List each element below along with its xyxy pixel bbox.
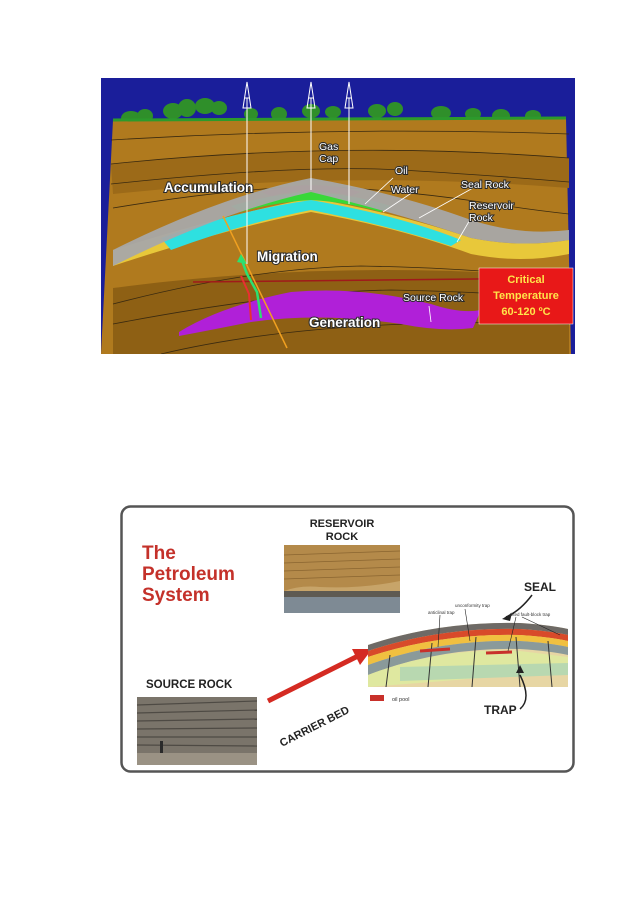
accumulation-label: Accumulation — [164, 180, 253, 195]
trap-pointer — [519, 674, 527, 710]
oil-pool-swatch — [370, 695, 384, 701]
unconformity-trap-label: unconformity trap — [455, 603, 490, 608]
title-line-1: The — [142, 543, 176, 564]
drilling-wells — [242, 81, 354, 264]
title-line-2: Petroleum — [142, 564, 235, 585]
tilted-fault-block-trap-label: tilted fault-block trap — [510, 612, 551, 617]
critical-line2: Temperature — [493, 290, 559, 302]
source-rock-layer — [179, 290, 481, 336]
trap-pointer-lines — [437, 608, 561, 652]
critical-temperature-box: Critical Temperature 60-120 ºC — [478, 267, 574, 325]
fault-line — [222, 215, 288, 349]
seal-rock-layer — [113, 178, 569, 266]
carrier-bed-arrow-shaft — [266, 652, 362, 704]
oil-label: Oil — [395, 165, 408, 177]
migration-path — [239, 257, 263, 319]
leader-lines — [364, 177, 474, 323]
migration-label: Migration — [257, 249, 318, 264]
source-rock-photo — [136, 697, 258, 765]
water-label: Water — [391, 184, 419, 196]
cross-section-svg: Critical Temperature 60-120 ºC Gas Cap O… — [101, 81, 574, 354]
gas-cap-label-1: Gas — [319, 141, 338, 153]
oil-pool-label: oil pool — [392, 697, 409, 703]
generation-label: Generation — [309, 315, 380, 330]
seal-label: SEAL — [524, 580, 556, 594]
petroleum-system-diagram: The Petroleum System RESERVOIR ROCK SOUR… — [120, 505, 575, 773]
trap-label: TRAP — [484, 703, 517, 717]
reservoir-rock-label-1: Reservoir — [469, 200, 514, 212]
migration-arrow — [240, 275, 252, 321]
reservoir-rock-photo — [283, 545, 401, 613]
reservoir-rock-label-2: Rock — [469, 212, 494, 224]
critical-line3: 60-120 ºC — [501, 306, 550, 318]
petroleum-system-svg: The Petroleum System RESERVOIR ROCK SOUR… — [120, 505, 575, 773]
seal-pointer-head — [502, 613, 512, 621]
title-line-3: System — [142, 585, 210, 606]
reservoir-rock-label-1: RESERVOIR — [310, 518, 375, 530]
trap-pointer-head — [516, 665, 524, 673]
gas-cap-label-2: Cap — [319, 153, 338, 165]
seal-rock-label: Seal Rock — [461, 179, 510, 191]
anticlinal-trap-label: anticlinal trap — [428, 610, 455, 615]
reservoir-rock-label-2: ROCK — [326, 531, 358, 543]
petroleum-trap-cross-section: Critical Temperature 60-120 ºC Gas Cap O… — [101, 78, 575, 354]
carrier-bed-arrowhead — [352, 649, 372, 665]
critical-line1: Critical — [507, 274, 544, 286]
source-rock-label: Source Rock — [403, 292, 464, 304]
source-rock-label: SOURCE ROCK — [146, 679, 233, 691]
water-zone — [161, 200, 461, 250]
strata-band — [111, 150, 569, 194]
migration-arrowhead — [237, 254, 247, 264]
ground-surface — [112, 116, 567, 122]
